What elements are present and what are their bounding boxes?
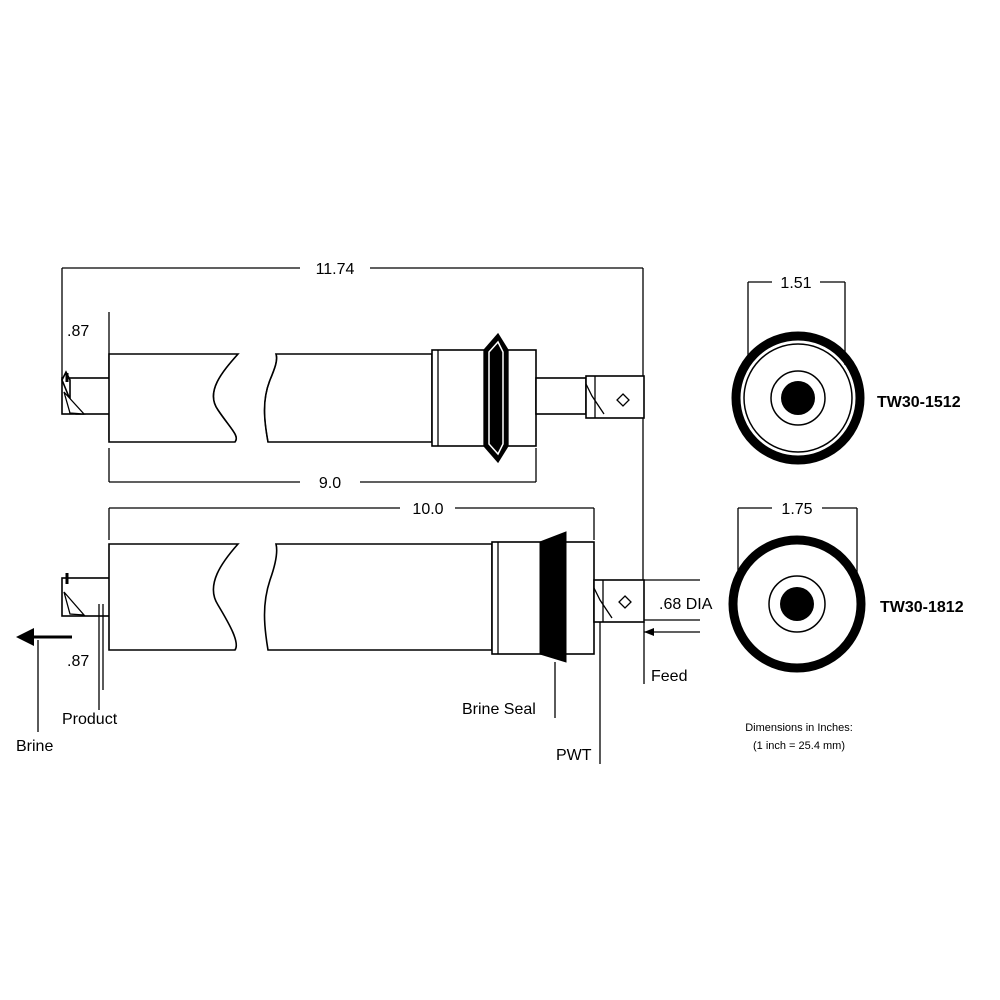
body-length-1812-label: 10.0: [412, 501, 443, 518]
membrane-body-right-bottom: [263, 543, 493, 651]
membrane-body-left-top: [108, 353, 240, 443]
feed-callout: Feed: [643, 622, 687, 685]
port-diameter-label: .68 DIA: [659, 596, 713, 613]
body-length-1512-label: 9.0: [319, 475, 341, 492]
membrane-body-left-bottom: [108, 543, 240, 651]
brine-seal-callout: Brine Seal: [462, 662, 556, 718]
model-tw30-1512-label: TW30-1512: [877, 394, 961, 411]
brine-seal-band-bottom: [539, 531, 567, 663]
units-note-line1: Dimensions in Inches:: [745, 722, 853, 734]
end-length-bottom-label: .87: [67, 653, 89, 670]
brine-label: Brine: [16, 738, 53, 755]
end-length-top-label: .87: [67, 323, 89, 340]
element-tw30-1812: 10.0 .87: [61, 501, 645, 690]
product-callout: Product: [62, 604, 118, 728]
overall-length-label: 11.74: [316, 261, 355, 278]
element-tw30-1512: .87 9.0: [61, 312, 645, 492]
brine-seal-ring-top: [483, 332, 509, 464]
feed-tube-top: [535, 377, 587, 415]
feed-label: Feed: [651, 668, 687, 685]
brine-callout: Brine: [16, 628, 72, 755]
product-label: Product: [62, 711, 118, 728]
diameter-1512-label: 1.51: [780, 275, 811, 292]
end-fitting-bottom: [593, 579, 645, 623]
overall-length-dimension: 11.74: [61, 261, 644, 580]
diameter-1812-label: 1.75: [781, 501, 812, 518]
brine-flow-arrow-icon: [16, 628, 34, 646]
model-tw30-1812-label: TW30-1812: [880, 599, 964, 616]
port-diameter-dimension: .68 DIA: [644, 579, 713, 636]
membrane-body-right-top: [263, 353, 433, 443]
pwt-label: PWT: [556, 747, 592, 764]
brine-seal-label: Brine Seal: [462, 701, 536, 718]
end-fitting-top: [585, 375, 645, 419]
units-note-line2: (1 inch = 25.4 mm): [753, 740, 845, 752]
end-view-tw30-1812: 1.75 TW30-1812: [728, 501, 964, 673]
units-note: Dimensions in Inches: (1 inch = 25.4 mm): [745, 722, 853, 752]
pwt-callout: PWT: [556, 622, 601, 764]
end-view-tw30-1512: 1.51 TW30-1512: [731, 275, 961, 465]
